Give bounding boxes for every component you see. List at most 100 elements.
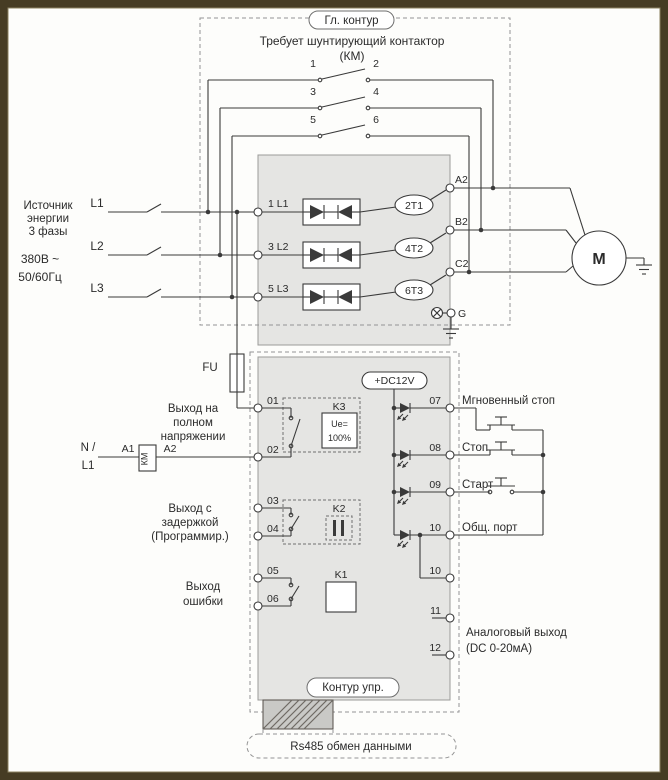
supply-source: Источник энергии 3 фазы 380В ~ 50/60Гц L… — [18, 196, 254, 298]
supply-voltage: 380В ~ — [21, 252, 59, 266]
k1-contact-blade — [290, 585, 300, 600]
motor: M — [571, 230, 653, 286]
pole-num-3: 3 — [310, 86, 316, 98]
terminal-B2 — [445, 225, 455, 235]
terminal-03 — [253, 503, 263, 513]
source-line2: энергии — [27, 213, 69, 225]
terminal-5L3-label: 5 L3 — [268, 283, 289, 295]
terminal-07 — [445, 403, 455, 413]
l1-alt-label: L1 — [82, 460, 95, 472]
out-delay-line2: задержкой — [162, 517, 219, 529]
terminal-12 — [445, 650, 455, 660]
k3-ue-label: Ue= — [331, 419, 348, 429]
terminal-2T1-oval — [394, 194, 434, 216]
k2-group-box — [282, 499, 361, 545]
disconnect-switch-l3 — [146, 288, 162, 298]
input-stop-label: Стоп — [462, 442, 488, 454]
digital-inputs: +DC12V 07 08 09 10 10 Мгновенный стоп Ст… — [361, 371, 555, 583]
stop-button — [454, 441, 543, 456]
terminal-G-label: G — [458, 308, 466, 320]
terminal-1L1 — [253, 207, 263, 217]
bottom-section: Контур упр. Rs485 обмен данными — [246, 677, 457, 759]
km-coil-label: КМ — [140, 453, 150, 466]
k3-group-box — [282, 397, 361, 453]
analog-label-line2: (DC 0-20мА) — [466, 643, 532, 655]
k1-coil-box — [325, 581, 357, 613]
relay-outputs: 01 02 03 04 05 06 K3 Ue= 100% K2 — [151, 395, 361, 613]
terminal-4T2-label: 4T2 — [405, 243, 423, 255]
terminal-08 — [445, 450, 455, 460]
fuse: FU — [202, 212, 254, 409]
out-err-line1: Выход — [186, 581, 221, 593]
coil-a1-label: A1 — [122, 443, 135, 455]
analog-output: 11 12 Аналоговый выход (DC 0-20мА) — [429, 605, 567, 660]
main-circuit-header: Гл. контур Требует шунтирующий контактор… — [260, 10, 445, 63]
num-07: 07 — [429, 395, 441, 407]
out-delay-line1: Выход с — [168, 503, 212, 515]
control-circuit-label: Контур упр. — [322, 682, 384, 694]
phase-l2-label: L2 — [90, 239, 104, 253]
num-12: 12 — [429, 642, 441, 654]
k2-contact-blade — [290, 515, 300, 530]
k3-coil-box — [321, 412, 358, 449]
disconnect-switch-l1 — [146, 203, 162, 213]
pole-num-5: 5 — [310, 114, 316, 126]
terminal-4T2-oval — [394, 237, 434, 259]
k3-label: K3 — [333, 401, 346, 413]
input-common-label: Общ. порт — [462, 522, 518, 534]
analog-label-line1: Аналоговый выход — [466, 627, 567, 639]
out-B2-label: B2 — [455, 216, 468, 228]
terminal-6T3-oval — [394, 279, 434, 301]
num-11: 11 — [430, 605, 441, 617]
shunt-note-line1: Требует шунтирующий контактор — [260, 34, 445, 48]
dc12v-label: +DC12V — [375, 375, 415, 387]
out-C2-label: C2 — [455, 258, 469, 270]
neutral-label: N / — [81, 442, 97, 454]
motor-label: M — [592, 251, 605, 268]
source-line3: 3 фазы — [29, 226, 68, 238]
terminal-02 — [253, 452, 263, 462]
num-10b: 10 — [429, 565, 441, 577]
terminal-A2 — [445, 183, 455, 193]
source-line1: Источник — [23, 200, 73, 212]
km-coil-circuit: N / L1 A1 КМ A2 — [81, 442, 254, 472]
main-circuit-label: Гл. контур — [324, 15, 378, 27]
terminal-3L2-label: 3 L2 — [268, 241, 289, 253]
k1-label: K1 — [335, 569, 348, 581]
input-instant-stop-label: Мгновенный стоп — [462, 395, 555, 407]
terminal-1L1-label: 1 L1 — [268, 198, 289, 210]
pole-num-6: 6 — [373, 114, 379, 126]
terminal-6T3-label: 6T3 — [405, 285, 423, 297]
num-04: 04 — [267, 523, 279, 535]
out-full-line2: полном — [173, 417, 213, 429]
terminal-10 — [445, 530, 455, 540]
k3-contact-blade — [290, 418, 301, 447]
num-03: 03 — [267, 495, 279, 507]
instant-stop-button — [454, 407, 543, 431]
disconnect-switch-l2 — [146, 246, 162, 256]
shunt-note-line2: (КМ) — [340, 49, 365, 63]
terminal-3L2 — [253, 250, 263, 260]
main-circuit-badge — [308, 10, 395, 30]
out-full-line1: Выход на — [168, 403, 219, 415]
terminal-09 — [445, 487, 455, 497]
num-08: 08 — [429, 442, 441, 454]
control-circuit-dashed-box — [249, 351, 460, 713]
k2-delay-box — [325, 515, 353, 541]
out-full-line3: напряжении — [161, 431, 226, 443]
earth-terminal: G — [430, 306, 466, 339]
rs485-label: Rs485 обмен данными — [290, 741, 411, 753]
terminal-G — [446, 308, 456, 318]
supply-frequency: 50/60Гц — [18, 270, 62, 284]
control-circuit-badge — [306, 677, 400, 698]
rs485-badge — [246, 733, 457, 759]
k3-pct-label: 100% — [328, 433, 351, 443]
terminal-5L3 — [253, 292, 263, 302]
pole-num-1: 1 — [310, 58, 316, 70]
phase-l3-label: L3 — [90, 281, 104, 295]
num-10: 10 — [429, 522, 441, 534]
terminal-10b — [445, 573, 455, 583]
terminal-C2 — [445, 267, 455, 277]
num-05: 05 — [267, 565, 279, 577]
